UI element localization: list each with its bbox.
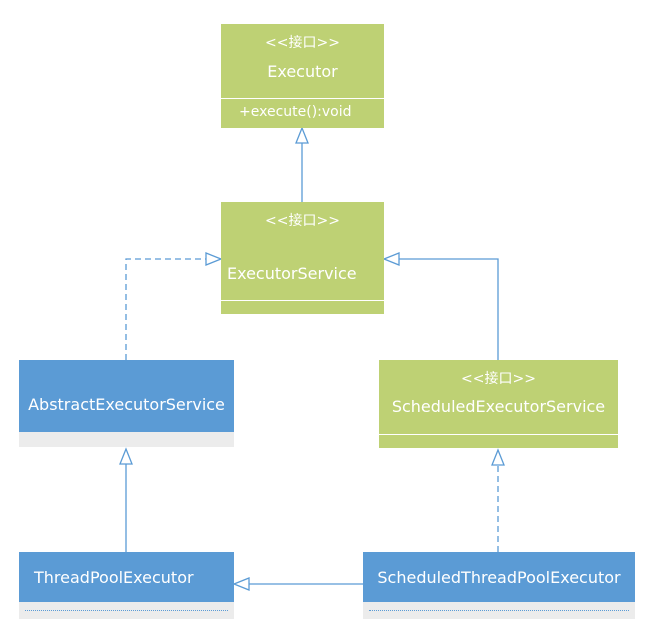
implements-connector-scheduledthreadpool-scheduledexecutorservice [491,448,505,552]
extends-connector-executorservice-executor [295,126,309,202]
scheduledexecutorservice-class-name: ScheduledExecutorService [391,397,606,416]
extends-connector-threadpoolexecutor-abstract [119,447,133,552]
abstractexecutorservice-class-box: AbstractExecutorService [19,360,234,432]
threadpoolexecutor-body [19,602,234,619]
threadpoolexecutor-separator [25,610,228,611]
executorservice-separator [221,300,384,301]
abstractexecutorservice-body [19,432,234,447]
threadpoolexecutor-class-name: ThreadPoolExecutor [34,568,194,587]
executor-method: +execute():void [239,104,352,120]
scheduledthreadpoolexecutor-body [363,602,635,619]
abstractexecutorservice-class-name: AbstractExecutorService [28,395,225,414]
executor-stereotype: <<接口>> [265,35,340,51]
implements-connector-abstract-executorservice [125,252,223,360]
scheduledexecutorservice-stereotype: <<接口>> [461,371,536,387]
scheduledthreadpoolexecutor-class-box: ScheduledThreadPoolExecutor [363,552,635,602]
executorservice-interface-box: <<接口>> ExecutorService [221,202,384,314]
scheduledexecutorservice-interface-box: <<接口>> ScheduledExecutorService [379,360,618,448]
executorservice-class-name: ExecutorService [227,264,357,283]
scheduledexecutorservice-separator [379,434,618,435]
scheduledthreadpoolexecutor-class-name: ScheduledThreadPoolExecutor [377,568,621,587]
scheduledthreadpoolexecutor-separator [369,610,629,611]
extends-connector-scheduledthreadpool-threadpool [232,577,363,591]
threadpoolexecutor-class-box: ThreadPoolExecutor [19,552,234,602]
executorservice-stereotype: <<接口>> [265,213,340,229]
extends-connector-scheduledexecutorservice-executorservice [382,252,499,360]
executor-separator [221,98,384,99]
executor-interface-box: <<接口>> Executor +execute():void [221,24,384,128]
executor-class-name: Executor [267,62,338,81]
